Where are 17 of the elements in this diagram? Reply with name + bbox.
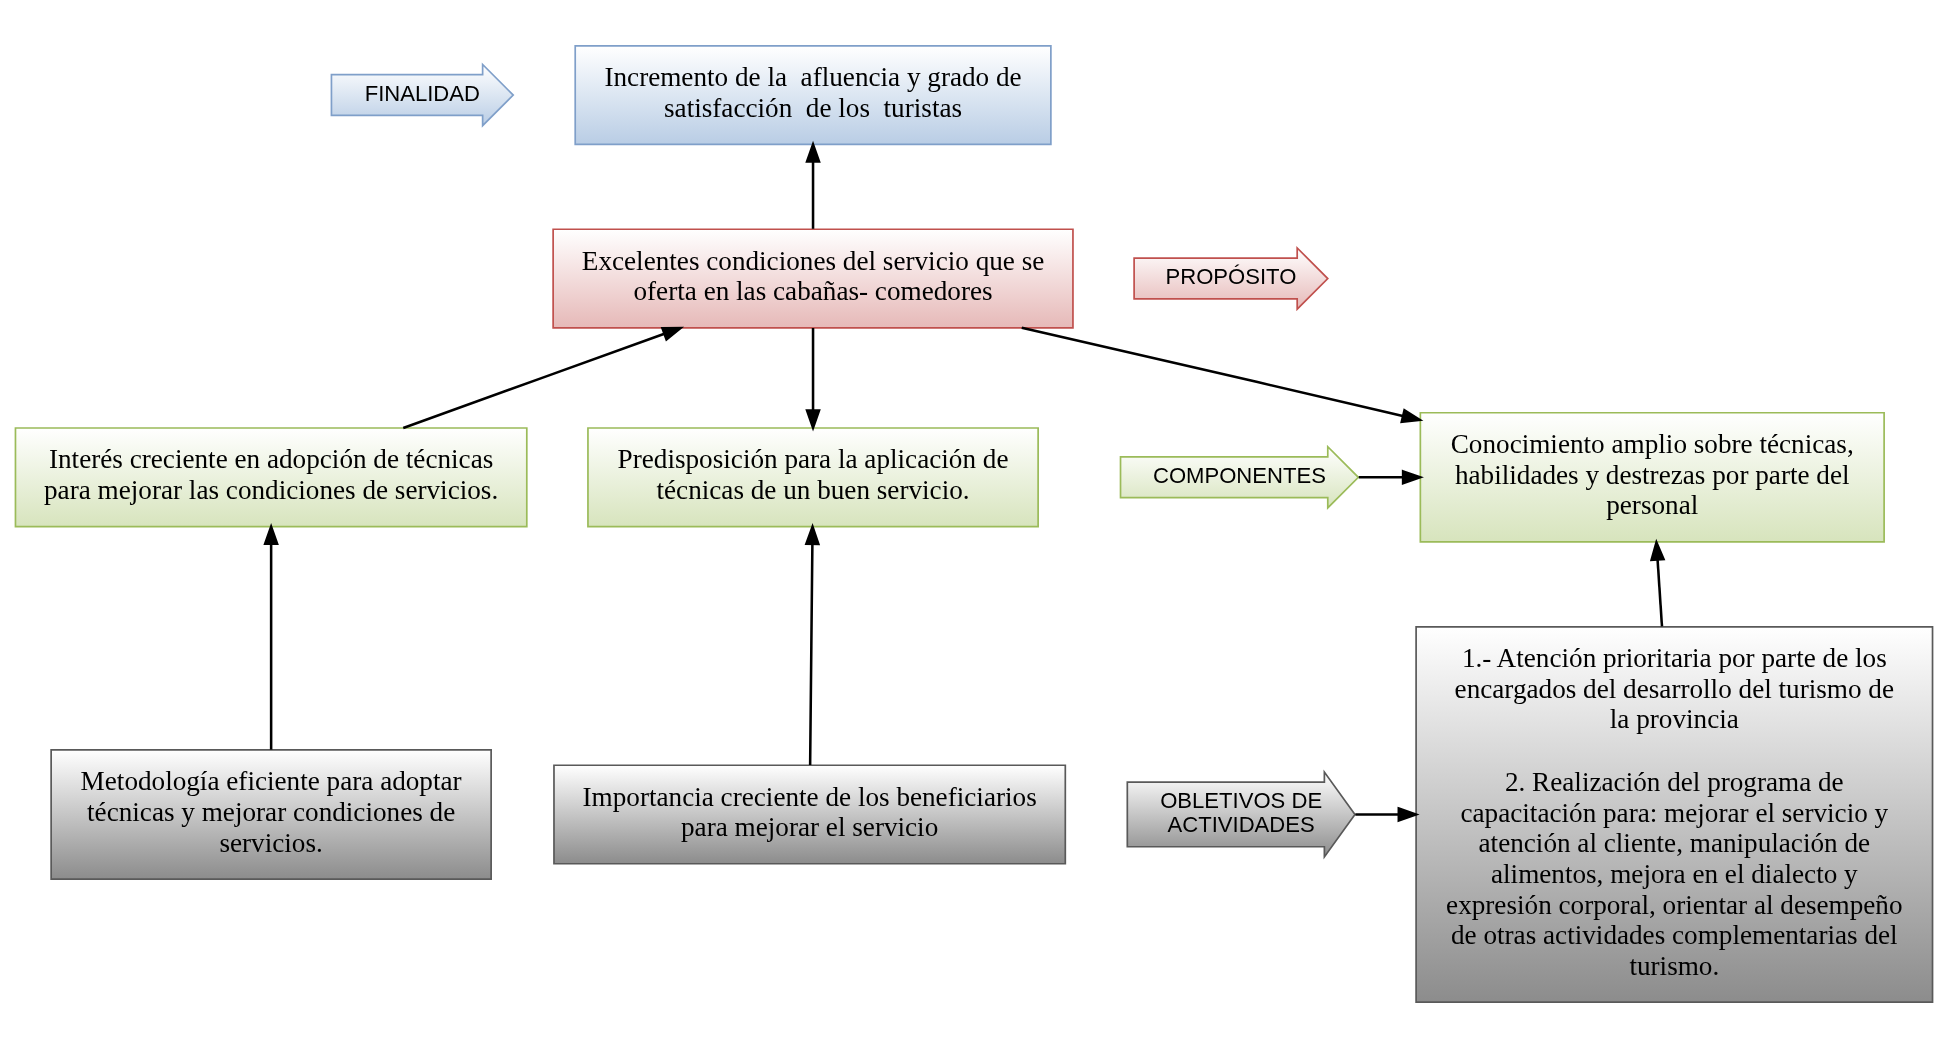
arrow xyxy=(263,522,279,750)
arrow xyxy=(805,328,821,432)
node-box: Predisposición para la aplicación de técnicas de un buen servicio. xyxy=(587,427,1039,528)
arrow xyxy=(804,522,821,766)
node-box: 1.- Atención prioritaria por parte de los encargados del desarrollo del turismo de la provincia 2. Realización del programa de capacitación para: mejorar el servicio y atención al cliente, manipulación de alimentos, mejora en el dialecto y expresión corporal, orientar al desempeño de otras actividades complementarias del turismo. xyxy=(1415,625,1934,1004)
node-box: Metodología eficiente para adoptar técnicas y mejorar condiciones de servicios. xyxy=(50,749,492,880)
arrow xyxy=(402,326,685,430)
arrow xyxy=(1021,326,1424,424)
arrow xyxy=(1358,469,1424,486)
node-box: Conocimiento amplio sobre técnicas, habilidades y destrezas por parte del personal xyxy=(1419,411,1885,543)
node-box: Excelentes condiciones del servicio que se oferta en las cabañas- comedores xyxy=(552,228,1074,329)
arrow xyxy=(1355,806,1420,823)
arrow xyxy=(1649,538,1666,627)
node-box: Incremento de la afluencia y grado de satisfacción de los turistas xyxy=(574,44,1052,146)
node-box: Interés creciente en adopción de técnicas para mejorar las condiciones de servicios. xyxy=(14,427,528,528)
node-box: Importancia creciente de los beneficiarios para mejorar el servicio xyxy=(553,764,1067,865)
arrow xyxy=(805,140,821,229)
